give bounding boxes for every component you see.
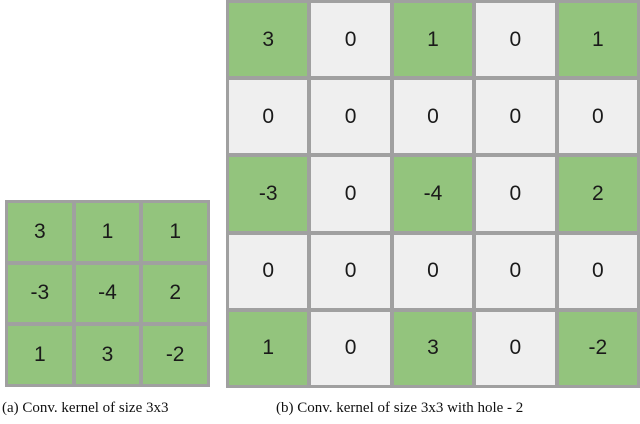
hole-cell: 0 <box>476 234 555 308</box>
kernel-weight-cell: 1 <box>229 311 308 385</box>
kernel-weight-cell: 1 <box>8 326 72 384</box>
hole-cell: 0 <box>311 157 390 231</box>
hole-cell: 0 <box>311 80 390 154</box>
kernel-weight-cell: 2 <box>143 264 207 323</box>
hole-cell: 0 <box>558 234 637 308</box>
kernel-weight-cell: -4 <box>393 157 473 231</box>
kernel-weight-cell: 3 <box>393 311 473 385</box>
caption-a: (a) Conv. kernel of size 3x3 <box>2 400 169 416</box>
kernel-weight-cell: 1 <box>558 3 637 77</box>
kernel-weight-cell: 3 <box>229 3 308 77</box>
kernel-weight-cell: 3 <box>75 326 140 384</box>
kernel-weight-cell: -2 <box>558 311 637 385</box>
hole-cell: 0 <box>476 157 555 231</box>
hole-cell: 0 <box>476 311 555 385</box>
hole-cell: 0 <box>311 311 390 385</box>
kernel-weight-cell: 2 <box>558 157 637 231</box>
kernel-weight-cell: -3 <box>229 157 308 231</box>
hole-cell: 0 <box>476 80 555 154</box>
hole-cell: 0 <box>311 3 390 77</box>
caption-b: (b) Conv. kernel of size 3x3 with hole -… <box>276 400 524 416</box>
kernel-weight-cell: 1 <box>75 203 140 261</box>
hole-cell: 0 <box>558 80 637 154</box>
kernel-weight-cell: 1 <box>143 203 207 261</box>
hole-cell: 0 <box>311 234 390 308</box>
hole-cell: 0 <box>229 80 308 154</box>
hole-cell: 0 <box>476 3 555 77</box>
kernel-weight-cell: 3 <box>8 203 72 261</box>
hole-cell: 0 <box>393 80 473 154</box>
kernel-weight-cell: -4 <box>75 264 140 323</box>
hole-cell: 0 <box>229 234 308 308</box>
kernel-weight-cell: -3 <box>8 264 72 323</box>
hole-cell: 0 <box>393 234 473 308</box>
kernel-weight-cell: -2 <box>143 326 207 384</box>
kernel-weight-cell: 1 <box>393 3 473 77</box>
